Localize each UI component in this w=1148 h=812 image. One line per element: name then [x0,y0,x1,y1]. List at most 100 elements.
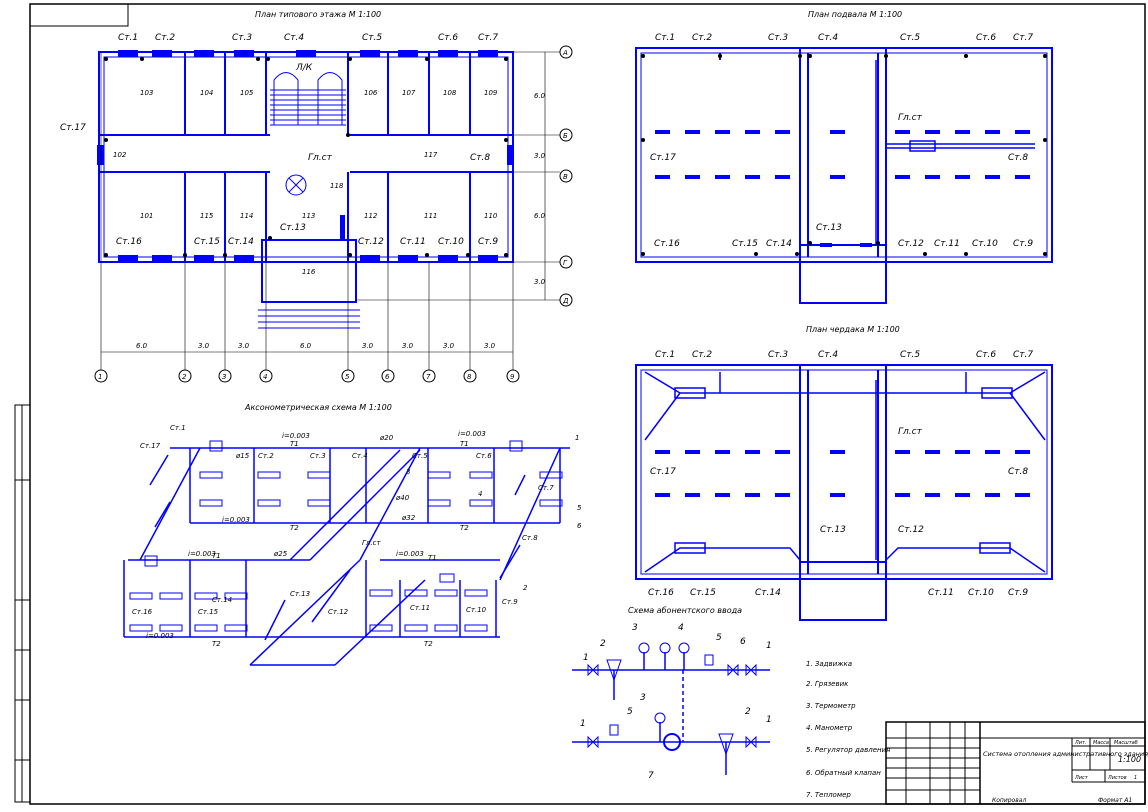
pipe-slope: i=0.003 [458,430,486,438]
riser-label: Ст.16 [654,239,680,249]
dimension: 3.0 [534,278,546,286]
room-number: 101 [140,212,153,220]
pipe-diameter: ø25 [273,550,288,558]
pipe-diameter: ø40 [395,494,410,502]
axis-bubble: Г [559,255,573,269]
riser-label: Ст.9 [478,237,498,247]
legend-item: 7. Тепломер [806,791,851,799]
axis-bubbles-right: А Б В Г Д [559,45,573,307]
pipe-slope: i=0.003 [396,550,424,558]
inlet-node-scheme: Схема абонентского ввода [572,606,772,781]
riser-label: Ст.5 [900,33,920,43]
svg-text:В: В [563,173,568,181]
riser-label: Ст.9 [1013,239,1033,249]
callout-number: 2 [523,584,528,592]
heat-meter-icon [663,733,681,751]
dimension-labels: 6.0 3.0 3.0 6.0 3.0 3.0 3.0 3.0 6.0 3.0 … [136,92,546,350]
riser-label: Ст.12 [358,237,384,247]
axonometric-title: Аксонометрическая схема М 1:100 [244,403,392,412]
riser-label: Ст.5 [412,452,428,460]
axon-callouts: 3 4 1 5 6 2 [406,434,582,592]
riser-label: Ст.17 [60,123,86,133]
callout-number: 3 [406,468,410,476]
scale-value: 1:100 [1118,755,1141,764]
axis-bubble: А [559,45,573,59]
lamp-icon [285,174,307,196]
riser-label: Ст.1 [655,33,675,43]
callout-number: 6 [740,637,746,647]
copied-label: Копировал [992,797,1026,804]
riser-label: Ст.6 [438,33,458,43]
riser-label: Ст.17 [650,467,676,477]
format-label: Формат А1 [1098,797,1132,804]
room-number: 105 [240,89,254,97]
svg-text:7: 7 [426,373,431,381]
riser-label: Ст.8 [470,153,490,163]
riser-label: Ст.7 [1013,33,1033,43]
riser-label: Ст.2 [692,33,712,43]
pressure-regulator-icon [704,654,714,666]
legend-item: 3. Термометр [806,702,856,710]
legend-item: 5. Регулятор давления [806,746,890,754]
inlet-devices [587,642,757,756]
axis-bubble: 9 [506,369,520,383]
riser-label: Ст.6 [976,33,996,43]
dimension: 3.0 [362,342,374,350]
pipe-return-label: Т2 [290,524,299,532]
dimension: 6.0 [534,92,546,100]
svg-text:Д: Д [562,297,569,305]
svg-text:8: 8 [467,373,472,381]
riser-label: Ст.11 [928,588,954,598]
axis-bubbles-bottom: 1 2 3 4 5 6 7 8 9 [94,369,520,383]
room-number: 103 [140,89,153,97]
riser-label: Ст.14 [212,596,232,604]
room-number: 102 [113,151,127,159]
pressure-regulator-icon [609,724,619,736]
valve-icon [587,663,599,677]
pipe-diameter: ø20 [379,434,394,442]
staircase [270,72,346,126]
riser-label: Ст.15 [690,588,716,598]
main-riser-label: Гл.ст [362,539,381,547]
room-number: 110 [484,212,498,220]
riser-label: Ст.4 [284,33,304,43]
dimension: 3.0 [534,152,546,160]
main-riser-label: Гл.ст [308,153,333,163]
axis-bubble: 8 [463,369,477,383]
callout-number: 1 [580,719,586,729]
callout-number: 1 [575,434,579,442]
riser-label: Ст.17 [140,442,161,450]
basement-plan: План подвала М 1:100 [635,10,1053,304]
dimension: 3.0 [484,342,496,350]
room-number: 112 [364,212,378,220]
floor-plan-title: План типового этажа М 1:100 [255,10,381,19]
attic-dashes [655,450,1030,497]
dimension: 3.0 [402,342,414,350]
axis-bubble: 2 [178,369,192,383]
room-number: 113 [302,212,315,220]
main-riser-label: Гл.ст [898,427,923,437]
axis-bubble: 1 [94,369,108,383]
pipe-return-label: Т2 [212,640,221,648]
valve-icon [745,663,757,677]
riser-label: Ст.17 [650,153,676,163]
riser-label: Ст.1 [655,350,675,360]
riser-label: Ст.4 [352,452,368,460]
svg-text:Б: Б [563,132,568,140]
riser-label: Ст.15 [198,608,219,616]
riser-points [104,57,508,257]
attic-plan: План чердака М 1:100 [635,325,1053,621]
callout-number: 5 [627,707,633,717]
riser-label: Ст.13 [816,223,842,233]
callout-number: 5 [716,633,722,643]
basement-main-pipe [875,60,1035,245]
axis-bubble: 7 [422,369,436,383]
title-block-header: Масса [1093,740,1109,746]
legend-item: 6. Обратный клапан [806,769,881,777]
sheets-count: 1 [1134,775,1137,781]
riser-label: Ст.13 [290,590,310,598]
callout-number: 2 [600,639,606,649]
riser-label: Ст.8 [522,534,538,542]
riser-label: Ст.8 [1008,467,1028,477]
